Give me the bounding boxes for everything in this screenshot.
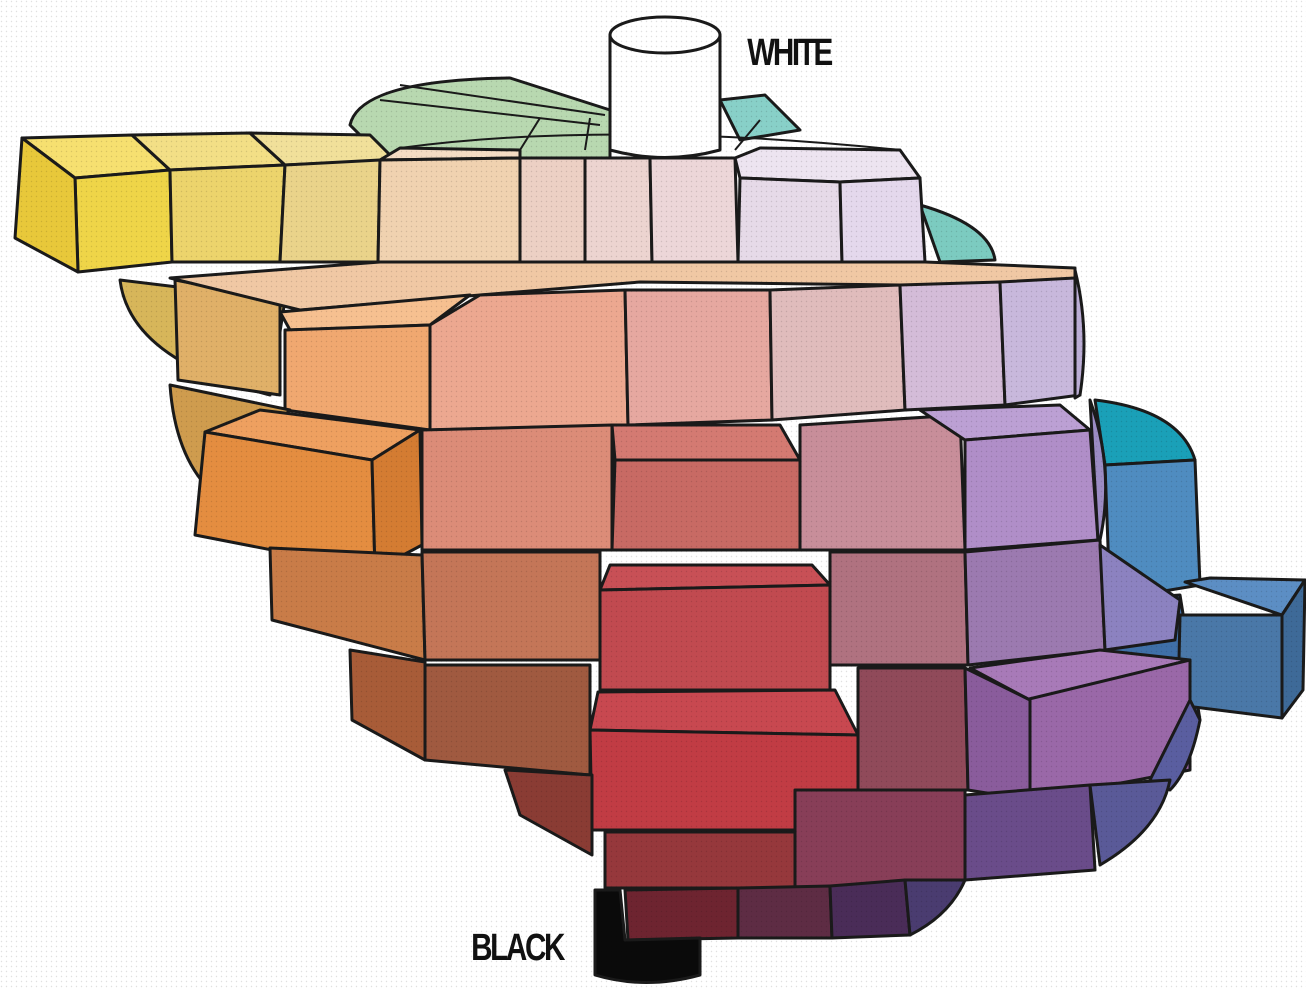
blue-block-front	[1176, 613, 1284, 720]
lav-top-1	[733, 146, 922, 184]
tier2-orange-front	[283, 323, 432, 432]
tier7-indigo	[828, 878, 912, 940]
peach-front-1	[376, 156, 522, 264]
tier7-darkred	[623, 886, 740, 942]
lav-front-1	[736, 176, 844, 264]
tier3-salmon	[420, 423, 614, 552]
tier4-brown-left	[268, 546, 427, 662]
tier4-mauve	[828, 550, 970, 667]
tier7-ring	[903, 878, 967, 937]
tier6-brown-left	[503, 768, 594, 857]
white-label: WHITE	[747, 32, 832, 74]
green-leaf-back	[348, 76, 612, 162]
tier5-maroon	[856, 666, 970, 792]
pink-front-3	[648, 156, 740, 264]
yellow-front-3	[278, 158, 382, 264]
lav-front-2	[838, 176, 927, 264]
tier5-brown-left	[348, 648, 427, 762]
pink-front-2	[583, 156, 654, 264]
tier6-blue	[1088, 778, 1172, 867]
black-label: BLACK	[471, 927, 566, 969]
tier6-plum	[793, 788, 967, 890]
tier2-rose-1	[768, 283, 907, 422]
teal-leaf-back	[718, 93, 802, 142]
tier6-maroon-left	[603, 830, 797, 890]
tier2-lav-2	[998, 276, 1082, 407]
tier2-ring-right	[1073, 268, 1086, 400]
tier3-red-front	[610, 458, 802, 552]
yellow-block-front	[73, 168, 174, 274]
tier3-rose	[798, 413, 967, 552]
tier2-lav-1	[898, 280, 1007, 412]
teal-wedge-mid	[918, 203, 997, 264]
tier7-plum	[736, 884, 834, 940]
tier2-salmon-1	[428, 288, 630, 432]
white-pole-top	[608, 15, 722, 55]
red-block-front-1	[598, 583, 832, 692]
tier5-brown	[423, 663, 592, 777]
tier2-pink-1	[623, 288, 774, 427]
tier4-violet	[963, 538, 1107, 667]
tier3-red-top	[610, 423, 802, 462]
tier6-indigo	[963, 783, 1097, 882]
color-blocks	[13, 15, 1306, 984]
tier4-salmon	[420, 550, 602, 662]
tier3-violet-front	[963, 428, 1100, 552]
yellow-front-2	[168, 163, 287, 264]
teal-wedge-right	[1093, 398, 1197, 467]
red-block-top-2	[588, 688, 860, 737]
pink-front-1	[518, 156, 587, 264]
